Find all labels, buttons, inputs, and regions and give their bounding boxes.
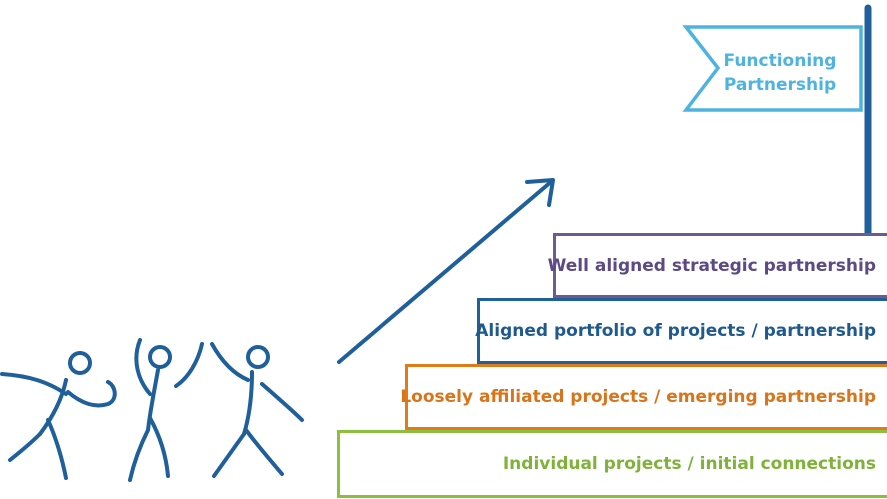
step-strategic-partnership: Well aligned strategic partnership bbox=[548, 233, 887, 298]
flag-icon bbox=[682, 25, 863, 112]
step-label: Loosely affiliated projects / emerging p… bbox=[400, 387, 876, 407]
flag-label: Functioning Partnership bbox=[700, 49, 860, 97]
step-label: Aligned portfolio of projects / partners… bbox=[475, 321, 876, 341]
step-label: Individual projects / initial connection… bbox=[502, 454, 876, 474]
step-label: Well aligned strategic partnership bbox=[547, 255, 876, 276]
people-climbing-icon bbox=[0, 338, 304, 482]
upward-arrow-icon bbox=[337, 178, 555, 364]
flag-label-line1: Functioning bbox=[723, 51, 837, 71]
step-aligned-portfolio: Aligned portfolio of projects / partners… bbox=[475, 298, 887, 364]
step-individual-projects: Individual projects / initial connection… bbox=[337, 430, 887, 498]
flag-label-line2: Partnership bbox=[723, 75, 837, 95]
step-loosely-affiliated: Loosely affiliated projects / emerging p… bbox=[400, 364, 887, 430]
